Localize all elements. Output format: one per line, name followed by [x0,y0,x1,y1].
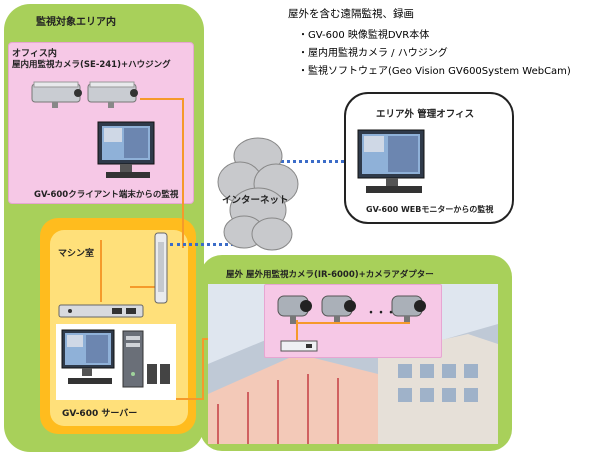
camera-icon [30,78,86,110]
internet-cloud-icon [216,134,300,254]
list-item-camera: ・屋内用監視カメラ / ハウジング [298,48,448,59]
internet-label: インターネット [222,195,289,206]
wire-adapter-trunk [296,320,298,340]
ellipsis-label: ・・・ [366,308,396,319]
remote-caption: GV-600 WEBモニターからの監視 [366,205,494,214]
link-internet-to-remote [276,160,350,163]
machine-room-label: マシン室 [58,249,95,259]
server-caption: GV-600 サーバー [62,409,138,419]
outdoor-camera-icon [390,290,430,326]
client-monitor-icon [96,120,160,184]
speaker-icon [146,362,172,386]
wire-office-horizontal [140,98,184,100]
page-title: 屋外を含む遠隔監視、録画 [288,8,414,20]
list-item-dvr: ・GV-600 映像監視DVR本体 [298,30,430,41]
office-camera-label: 屋内用監視カメラ(SE-241)+ハウジング [12,60,171,70]
wire-office-vertical [182,98,184,248]
office-label: オフィス内 [12,49,57,59]
server-tower-icon [122,330,144,388]
outdoor-camera-icon [276,290,316,326]
outdoor-label: 屋外 屋外用監視カメラ(IR-6000)+カメラアダプター [226,270,434,280]
camera-icon [86,78,142,110]
remote-office-label: エリア外 管理オフィス [376,109,475,120]
router-icon [58,302,144,320]
client-caption: GV-600クライアント端末からの監視 [34,190,179,200]
monitored-area-label: 監視対象エリア内 [36,17,116,28]
list-item-software: ・監視ソフトウェア(Geo Vision GV600System WebCam) [298,66,571,77]
outdoor-camera-icon [320,290,360,326]
access-point-icon [154,232,168,304]
wire-outdoor-vertical [202,338,204,398]
link-pole-to-internet [170,243,240,246]
server-monitor-icon [60,328,122,388]
office-zone [8,42,194,204]
wire-server-vertical [100,240,102,302]
wire-outdoor-bottom [176,398,204,400]
wire-router-to-pole [130,286,162,288]
wire-camera-bus [296,322,410,324]
camera-adapter-icon [280,338,318,352]
remote-monitor-icon [356,128,436,202]
